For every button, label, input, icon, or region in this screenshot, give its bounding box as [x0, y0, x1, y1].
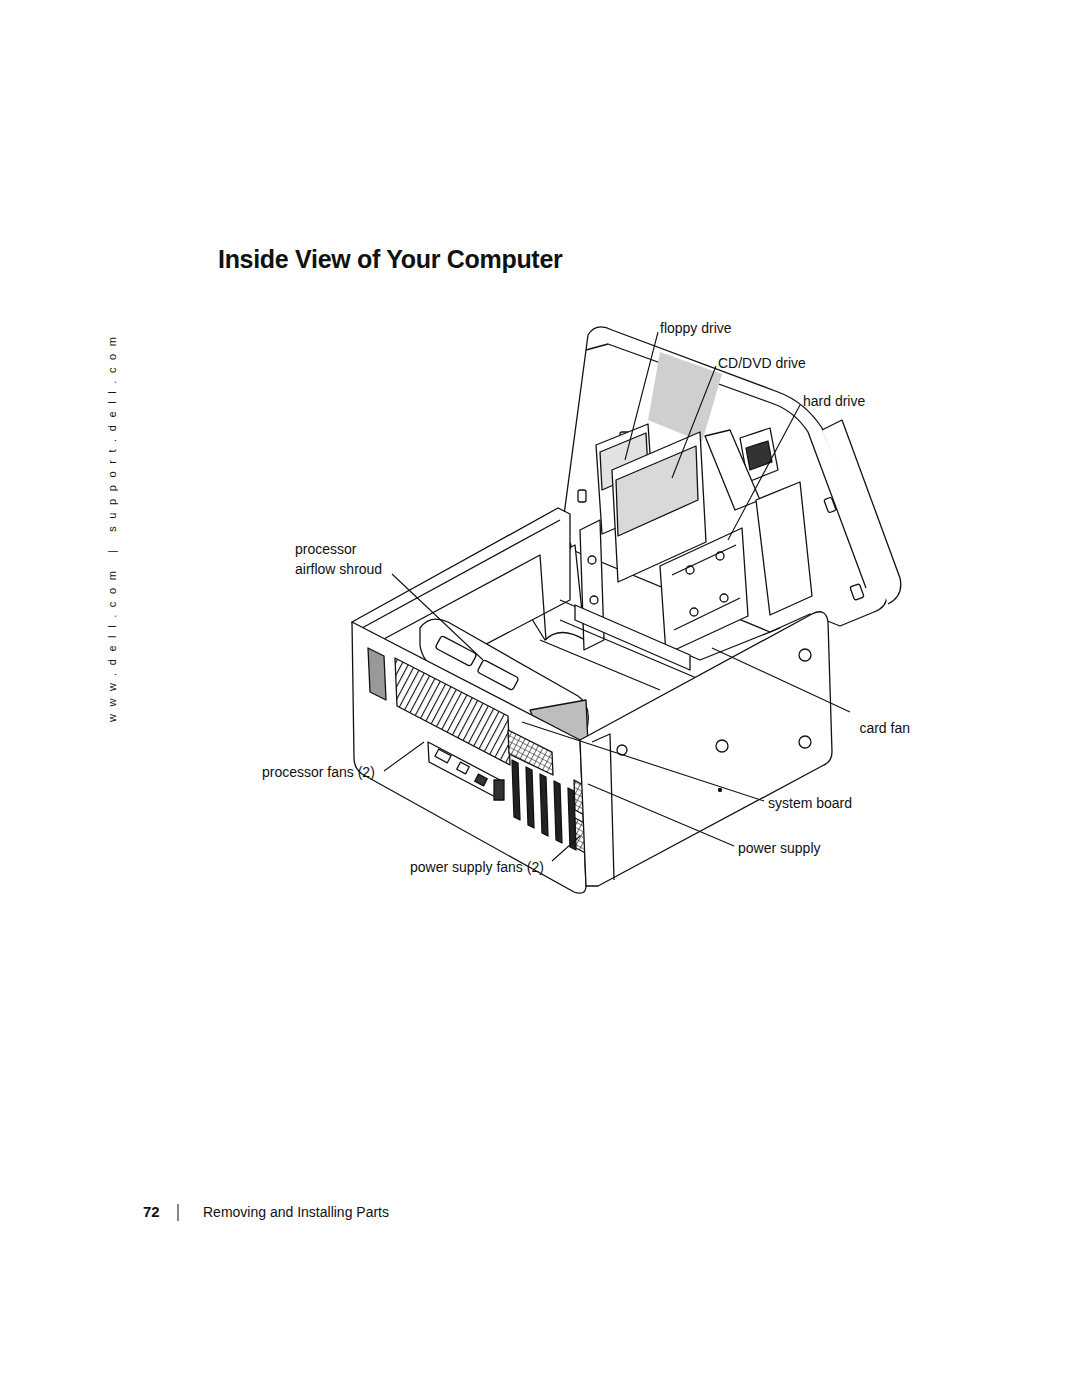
- part-label: CD/DVD drive: [718, 353, 806, 373]
- part-label: hard drive: [803, 391, 865, 411]
- page-number: 72: [143, 1202, 160, 1222]
- part-label: processor fans (2): [262, 762, 375, 782]
- part-label: power supply fans (2): [410, 857, 544, 877]
- part-label: power supply: [738, 838, 821, 858]
- part-label: system board: [768, 793, 852, 813]
- page-title: Inside View of Your Computer: [218, 244, 562, 274]
- part-label: processor airflow shroud: [295, 539, 395, 579]
- section-footer: Removing and Installing Parts: [203, 1202, 389, 1222]
- site-url: www.dell.com | support.dell.com: [105, 329, 119, 722]
- part-label: card fan: [859, 718, 910, 738]
- part-label: floppy drive: [660, 318, 732, 338]
